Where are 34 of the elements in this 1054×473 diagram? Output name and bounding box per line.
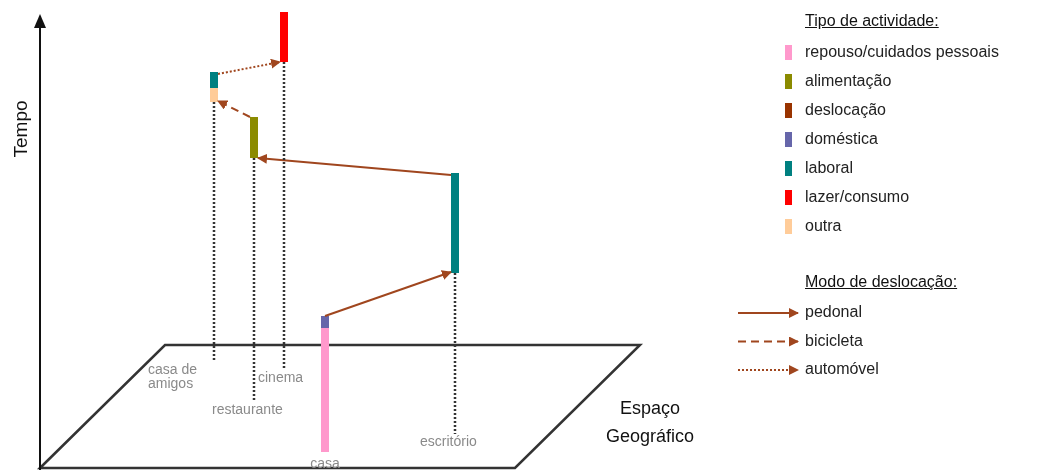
activity-bar <box>321 328 329 452</box>
place-label: casa <box>309 456 341 472</box>
legend-text: doméstica <box>805 130 878 148</box>
travel-arrow <box>257 153 452 176</box>
travel-arrow <box>217 100 251 118</box>
place-label: cinema <box>258 370 318 386</box>
place-label: escritório <box>420 434 496 450</box>
legend-heading: Tipo de actividade: <box>805 12 939 30</box>
activity-bar <box>210 72 218 88</box>
projection-line <box>252 158 256 402</box>
legend-text: outra <box>805 217 842 235</box>
legend-text: lazer/consumo <box>805 188 910 206</box>
legend-text: laboral <box>805 159 854 177</box>
legend-text: alimentação <box>805 72 892 90</box>
legend-text: bicicleta <box>805 331 863 350</box>
projection-line <box>212 102 216 362</box>
travel-arrow <box>217 58 281 75</box>
activity-bar <box>451 173 459 273</box>
place-label: casa de amigos <box>148 362 214 390</box>
projection-line <box>453 273 457 434</box>
activity-bar <box>321 316 329 328</box>
legend-text: pedonal <box>805 303 862 321</box>
activity-bar <box>280 12 288 62</box>
legend-text: deslocação <box>805 101 886 119</box>
travel-arrow <box>324 270 452 317</box>
activity-bar <box>210 88 218 102</box>
legend-text: automóvel <box>805 360 879 378</box>
axis-label: Tempo <box>9 100 32 158</box>
projection-line <box>282 62 286 370</box>
legend-text: repouso/cuidados pessoais <box>805 43 999 61</box>
activity-bar <box>250 117 258 158</box>
axis-label: Espaço Geográfico <box>604 397 696 448</box>
legend-heading: Modo de deslocação: <box>805 273 958 291</box>
place-label: restaurante <box>212 402 304 418</box>
